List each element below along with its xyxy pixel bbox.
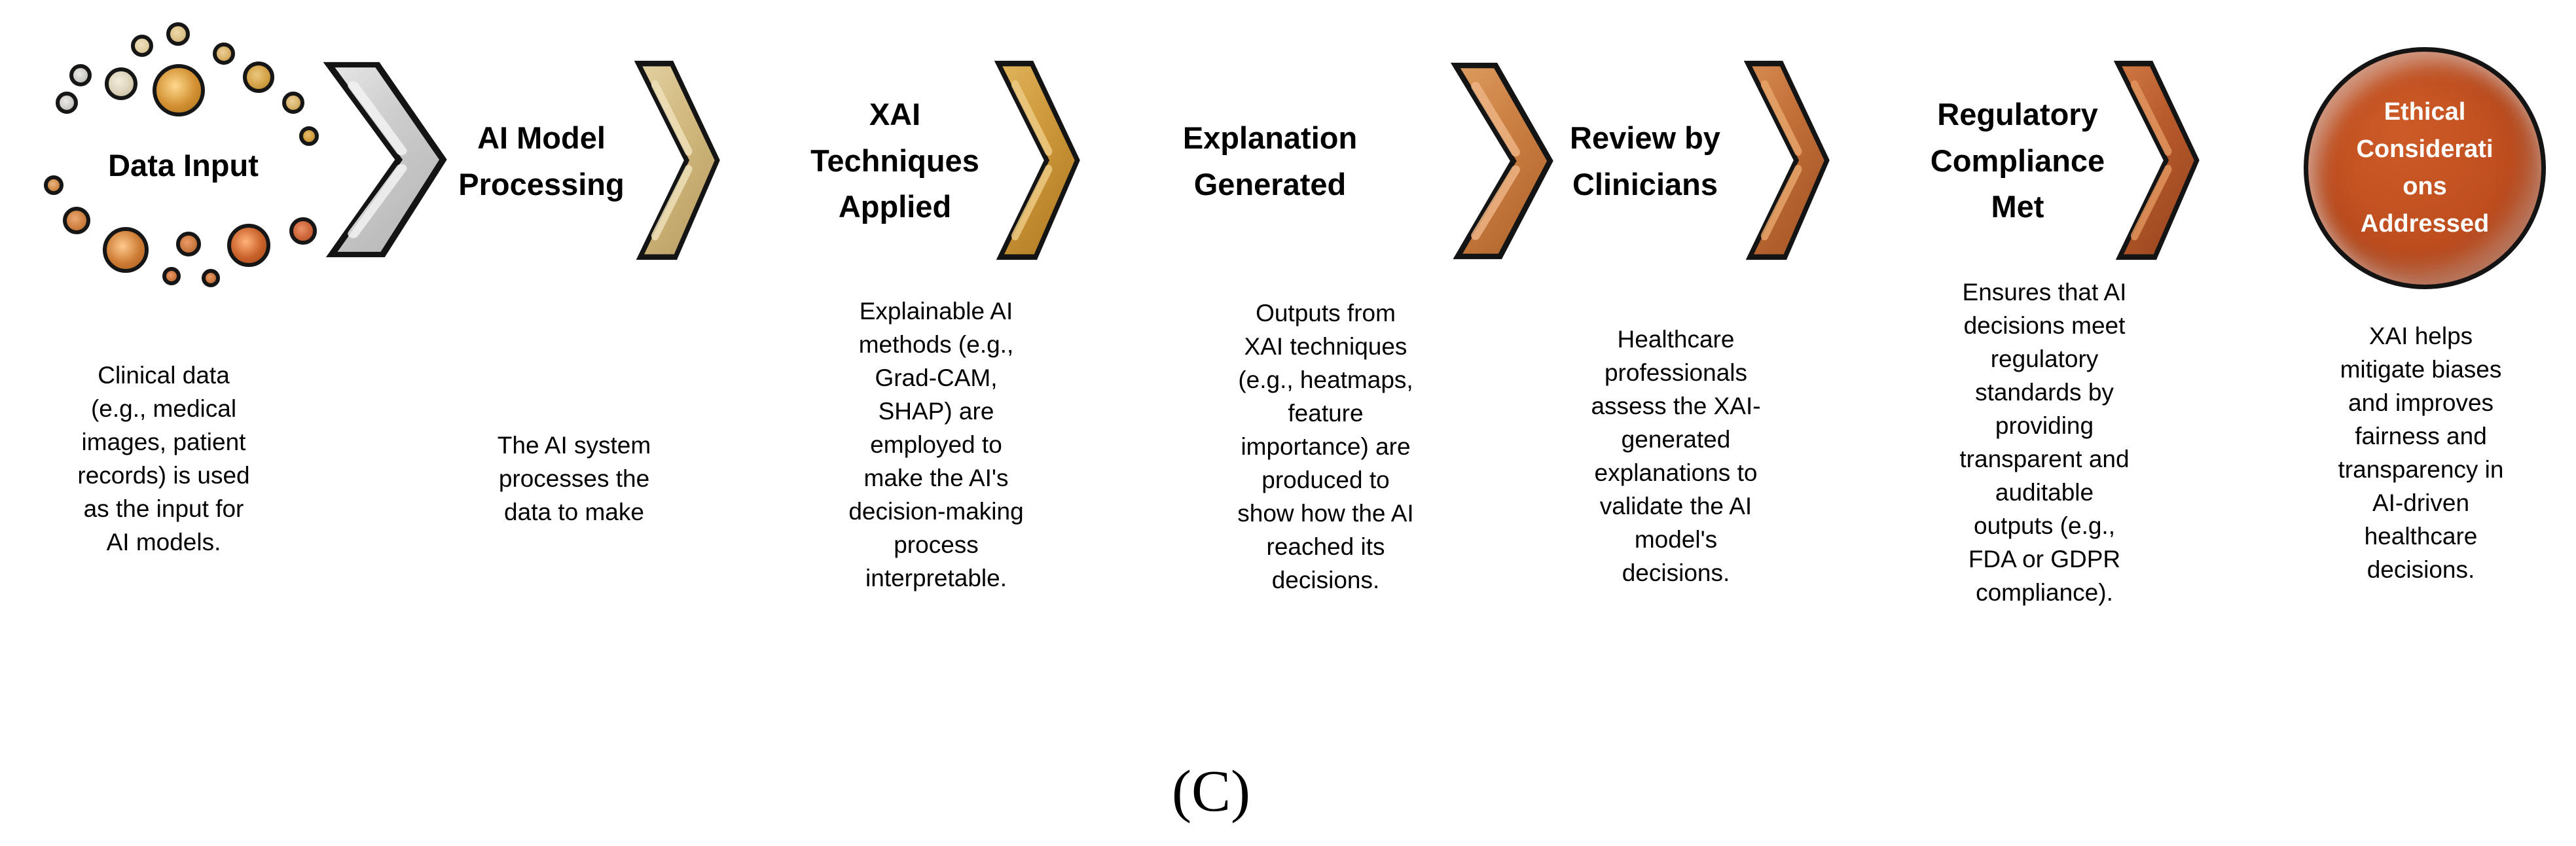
stage-desc-xai-techniques-applied: Explainable AI methods (e.g., Grad-CAM, … [848,298,1024,592]
data-ball-icon [299,126,319,146]
data-ball-icon [202,269,220,287]
flow-chevron-1 [313,62,447,258]
data-ball-icon [131,35,153,57]
stage-desc-ethical-considerations-addressed: XAI helps mitigate biases and improves f… [2338,323,2504,584]
flow-chevron-6 [2107,60,2200,260]
data-input-cluster [0,0,367,308]
stage-title-explanation-generated: Explanation Generated [1182,120,1358,202]
stage-title-data-input: Data Input [108,148,259,183]
data-ball-icon [176,232,201,256]
stage-desc-data-input: Clinical data (e.g., medical images, pat… [77,362,250,556]
ethical-circle: Ethical Considerati ons Addressed [2304,47,2546,289]
figure-label: (C) [1172,759,1250,824]
data-ball-icon [162,267,181,285]
data-ball-icon [153,64,205,116]
data-ball-icon [289,217,317,245]
stage-title-xai-techniques-applied: XAI Techniques Applied [810,97,979,224]
data-ball-icon [282,92,304,114]
data-ball-icon [69,64,92,86]
stage-title-review-by-clinicians: Review by Clinicians [1570,120,1720,202]
stage-desc-review-by-clinicians: Healthcare professionals assess the XAI-… [1591,326,1761,587]
stage-desc-explanation-generated: Outputs from XAI techniques (e.g., heatm… [1237,300,1414,594]
flow-chevron-2 [627,60,720,260]
data-ball-icon [103,227,149,273]
data-ball-icon [227,224,270,267]
data-ball-icon [44,175,63,195]
data-ball-icon [243,62,274,93]
stage-title-regulatory-compliance-met: Regulatory Compliance Met [1930,97,2105,224]
flow-chevron-3 [987,60,1080,260]
stage-title-ethical-considerations-addressed: Ethical Considerati ons Addressed [2356,98,2494,238]
data-ball-icon [105,67,137,100]
data-ball-icon [166,22,190,46]
data-ball-icon [63,207,90,234]
data-ball-icon [213,43,235,65]
data-ball-icon [56,92,78,114]
stage-desc-regulatory-compliance-met: Ensures that AI decisions meet regulator… [1959,279,2130,607]
stage-title-ai-model-processing: AI Model Processing [458,120,625,202]
flow-chevron-4 [1442,62,1553,260]
flow-chevron-5 [1737,60,1830,260]
stage-desc-ai-model-processing: The AI system processes the data to make [497,432,651,526]
